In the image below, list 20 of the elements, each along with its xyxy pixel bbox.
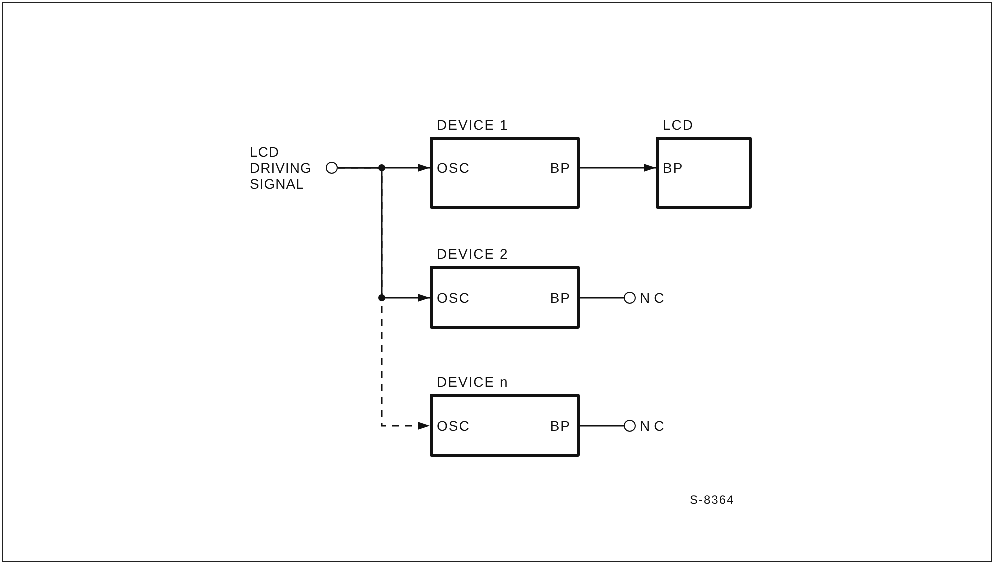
pin-label: BP — [663, 160, 684, 176]
pin-label: BP — [550, 418, 571, 434]
pin-label: OSC — [437, 160, 470, 176]
pin-label: BP — [550, 290, 571, 306]
terminal-circle — [624, 420, 636, 432]
pin-label: BP — [550, 160, 571, 176]
pin-label: OSC — [437, 290, 470, 306]
block-title: LCD — [663, 117, 694, 133]
block-title: DEVICE 1 — [437, 117, 509, 133]
block-title: DEVICE 2 — [437, 246, 509, 262]
terminal-label: NC — [640, 290, 668, 306]
connector-arrow — [338, 167, 430, 430]
pin-label: OSC — [437, 418, 470, 434]
terminal-label: LCD DRIVING SIGNAL — [250, 144, 313, 192]
block-title: DEVICE n — [437, 374, 509, 390]
figure-code: S-8364 — [690, 492, 735, 508]
connector-arrow — [580, 164, 656, 172]
terminal-circle — [624, 292, 636, 304]
terminal-circle — [326, 162, 338, 174]
terminal-label: NC — [640, 418, 668, 434]
